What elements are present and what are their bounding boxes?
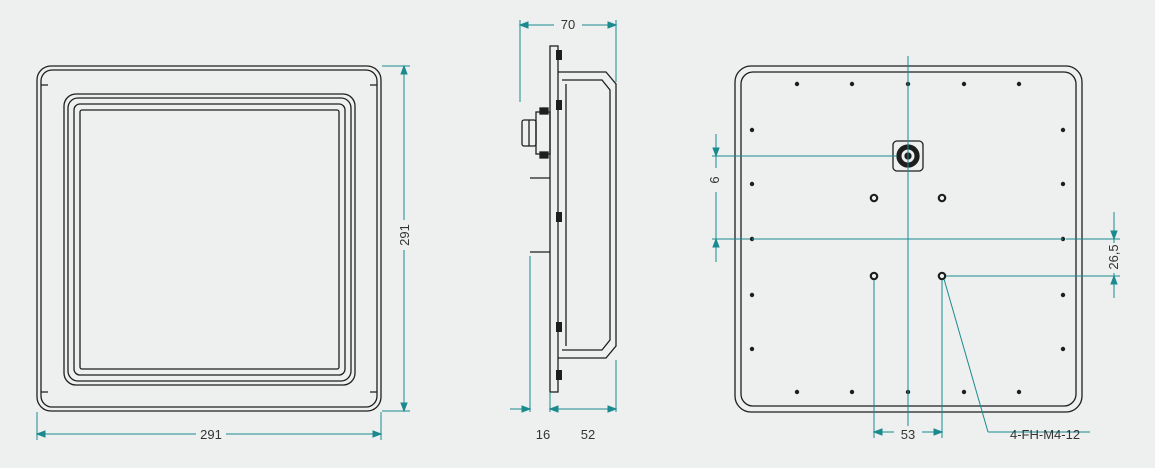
mount-callout-leader	[943, 278, 989, 433]
front-radome-face	[73, 103, 346, 376]
front-radome-face-inner	[79, 109, 340, 370]
side-depth-label: 70	[561, 17, 575, 32]
mount-hole	[869, 193, 879, 203]
back-mounting-holes	[869, 193, 947, 281]
side-view	[521, 45, 617, 393]
mount-hole	[869, 271, 879, 281]
front-height-label: 291	[397, 224, 412, 246]
back-mount-callout: 4-FH-M4-12	[1010, 427, 1080, 442]
back-hole-offset-label: 26,5	[1106, 244, 1121, 269]
back-edge-screws	[749, 81, 1066, 395]
mount-hole	[937, 271, 947, 281]
side-body-depth-label: 52	[581, 427, 595, 442]
side-connector-body	[535, 111, 551, 155]
back-hole-spacing-label: 53	[901, 427, 915, 442]
front-width-label: 291	[200, 427, 222, 442]
side-plate-offset-label: 16	[536, 427, 550, 442]
side-dimensions	[510, 20, 618, 413]
front-radome	[63, 93, 356, 386]
back-connector-offset-label: 6	[707, 176, 722, 183]
front-outer-frame-inner	[40, 69, 378, 408]
front-dimensions	[35, 64, 410, 440]
front-outer-frame	[36, 65, 382, 412]
side-fasteners	[556, 50, 562, 380]
side-radome-inner	[562, 79, 611, 351]
front-flange-step	[41, 84, 377, 393]
mount-hole	[937, 193, 947, 203]
side-radome-body	[558, 71, 617, 359]
back-dimensions	[712, 56, 1120, 438]
front-radome-rim	[67, 97, 352, 382]
front-view	[36, 65, 382, 412]
